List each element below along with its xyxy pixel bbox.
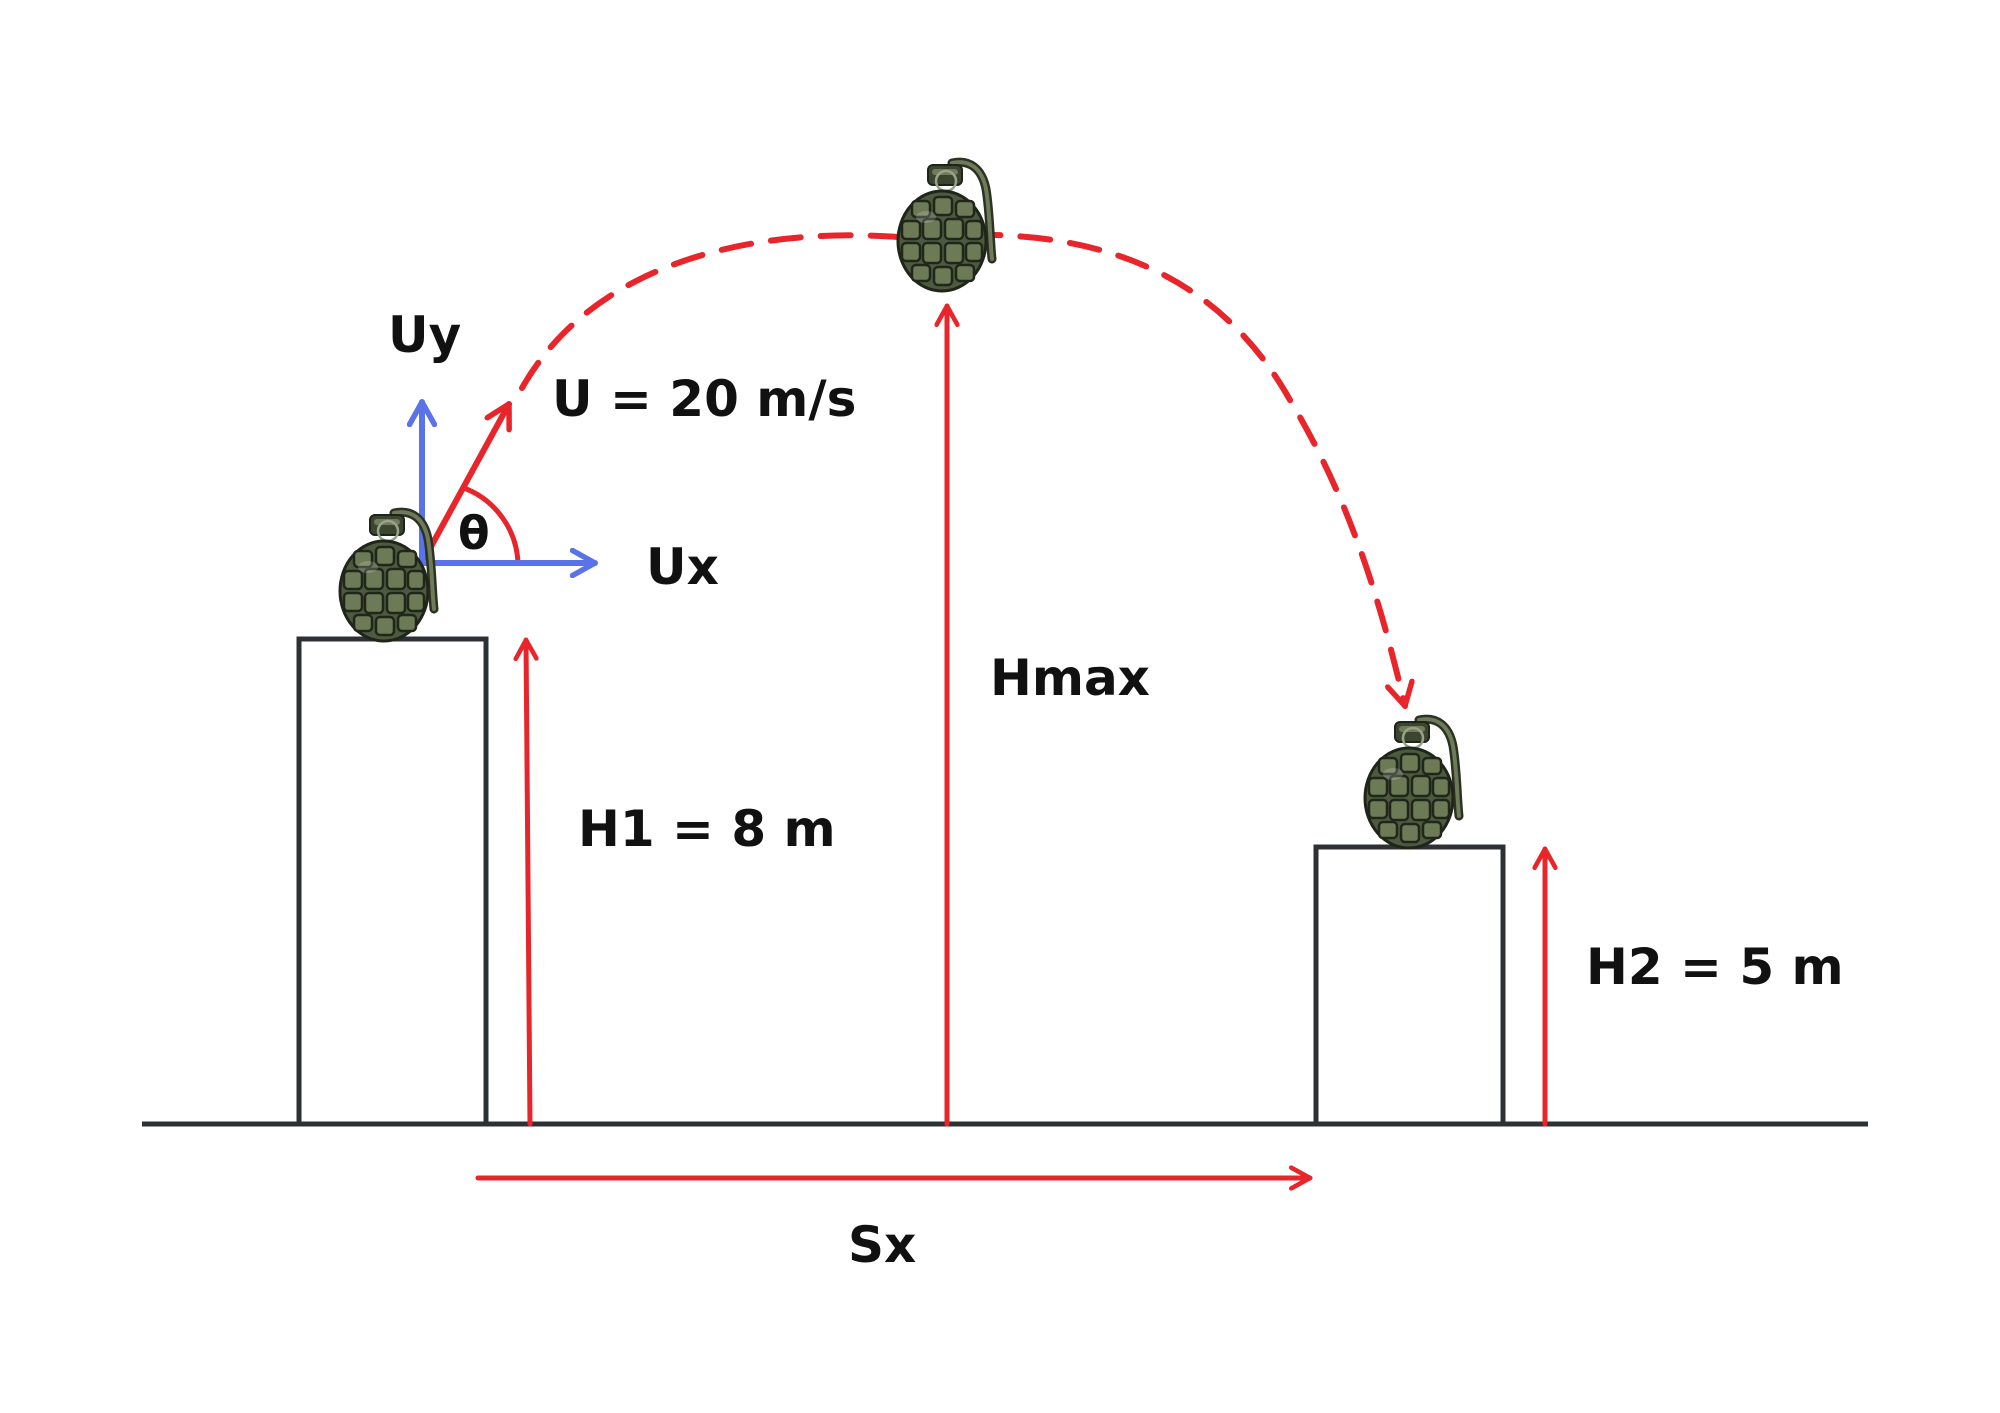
grenade-icon	[1365, 719, 1459, 848]
velocity-label: U = 20 m/s	[552, 370, 856, 428]
theta-arc	[463, 485, 521, 564]
uy-label: Uy	[388, 306, 461, 364]
right-building	[1313, 844, 1506, 1127]
sx-label: Sx	[848, 1216, 916, 1274]
trajectory-path	[519, 231, 1405, 709]
grenade-icon	[898, 162, 992, 291]
h2-label: H2 = 5 m	[1586, 938, 1844, 996]
h1-arrow	[526, 637, 530, 1127]
theta-label: θ	[458, 506, 490, 560]
h1-label: H1 = 8 m	[578, 800, 836, 858]
velocity-vector-arrow	[419, 401, 512, 566]
left-building	[296, 636, 489, 1127]
ux-label: Ux	[646, 538, 719, 596]
hmax-label: Hmax	[990, 649, 1150, 707]
